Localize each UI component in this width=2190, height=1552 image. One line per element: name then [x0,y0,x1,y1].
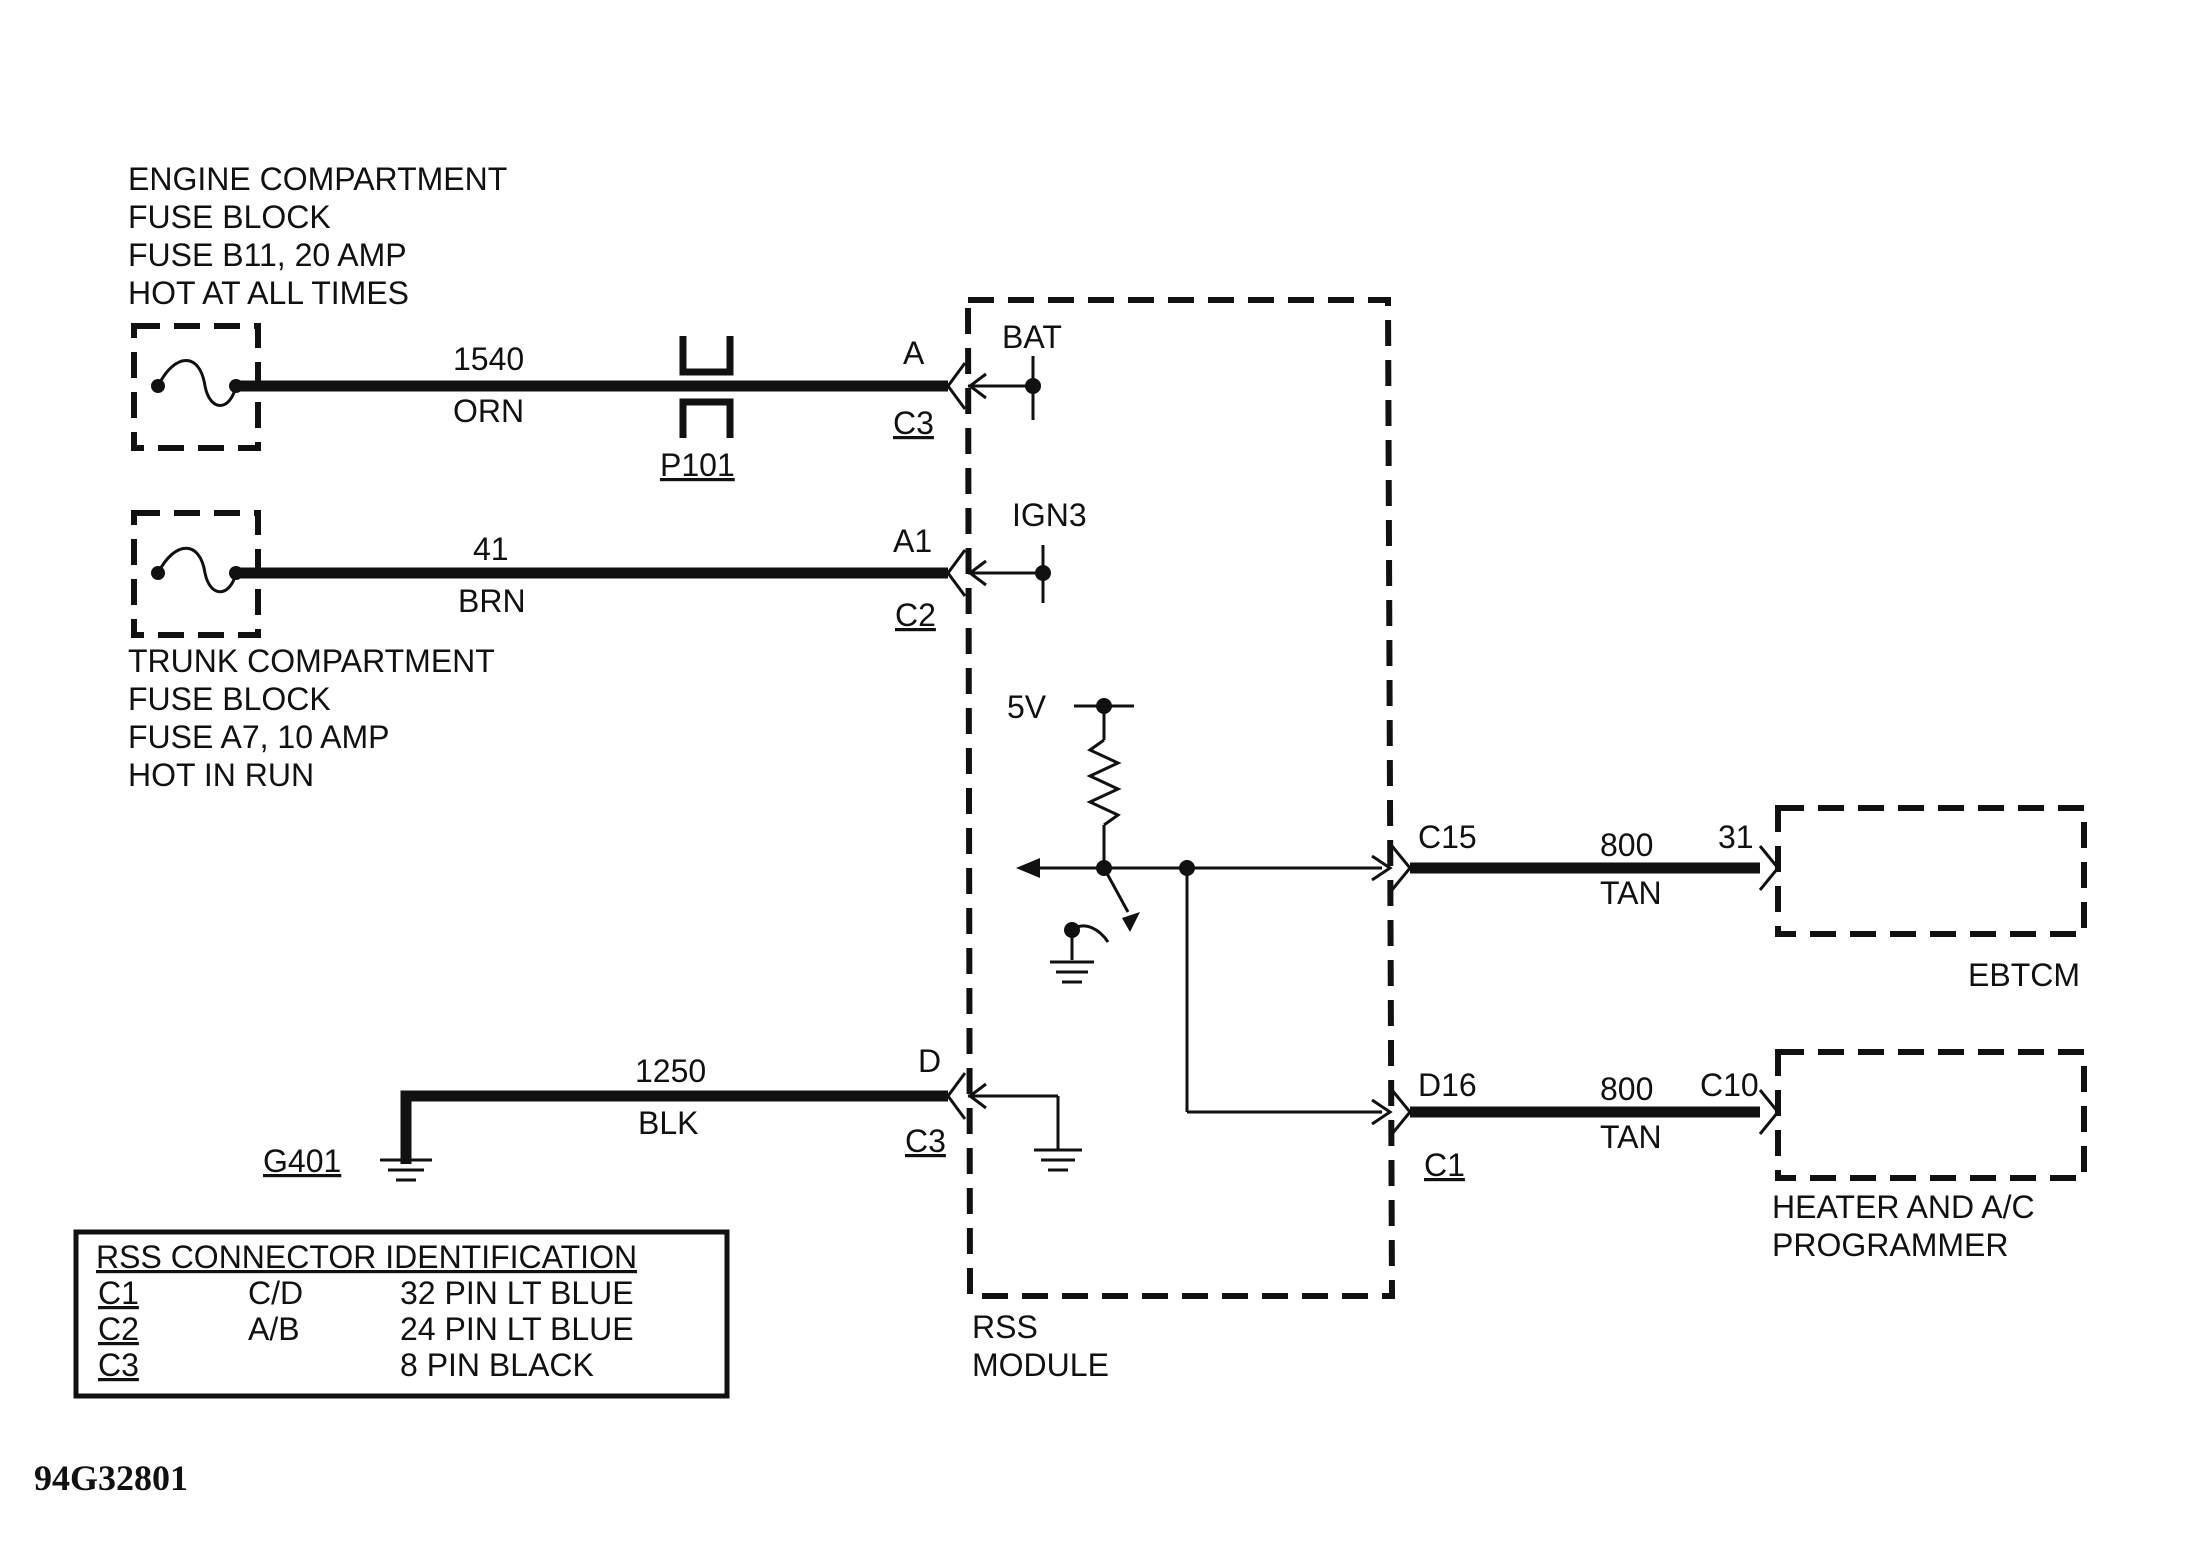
table-row-3-id: C3 [98,1347,139,1383]
ebtcm-box [1775,805,2087,937]
ign-wire-group: 41 BRN A1 C2 IGN3 [236,497,1087,633]
table-row-1-id: C1 [98,1275,139,1311]
ground-wire [400,1090,948,1164]
bat-connector-label: C3 [893,405,934,441]
bat-input-label: BAT [1002,319,1062,355]
engine-fuse-label-1: ENGINE COMPARTMENT [128,161,507,197]
bat-circuit-number: 1540 [453,341,524,377]
engine-fuse-label-4: HOT AT ALL TIMES [128,275,409,311]
ground-point-label: G401 [263,1143,341,1179]
ground-symbol-icon [380,1158,432,1182]
engine-fuse-icon [156,359,238,407]
inline-connector-female-icon [679,336,734,376]
ebtcm-wire-color: TAN [1600,875,1662,911]
figure-id: 94G32801 [34,1458,188,1498]
gnd-circuit-number: 1250 [635,1053,706,1089]
trunk-fuse-label-4: HOT IN RUN [128,757,314,793]
table-row-2-desc: 24 PIN LT BLUE [400,1311,634,1347]
bat-pin-label: A [903,335,925,371]
trunk-fuse-block: TRUNK COMPARTMENT FUSE BLOCK FUSE A7, 10… [128,510,495,793]
heater-pin-chevron-icon [1390,1089,1412,1135]
ign-pin-label: A1 [893,523,932,559]
heater-label-1: HEATER AND A/C [1772,1189,2035,1225]
inline-connector-male-icon [679,398,734,438]
heater-label-2: PROGRAMMER [1772,1227,2008,1263]
ebtcm-remote-pin: 31 [1718,819,1754,855]
internal-circuit: 5V [1007,689,1393,1126]
gnd-connector-label: C3 [905,1123,946,1159]
engine-fuse-label-3: FUSE B11, 20 AMP [128,237,407,273]
rss-module: RSS MODULE [964,297,1396,1383]
heater-remote-pin: C10 [1700,1067,1759,1103]
rss-module-box [964,297,1396,1299]
connector-table-title: RSS CONNECTOR IDENTIFICATION [96,1239,637,1275]
bat-wire-group: 1540 ORN P101 A C3 BAT [236,319,1062,483]
heater-output-arrow-icon [1371,1098,1393,1126]
ign-input-label: IGN3 [1012,497,1087,533]
internal-signal-arrow-icon [1016,858,1040,878]
heater-wire-group: D16 C1 800 TAN C10 HEATER AND A/C PROGRA… [1390,1049,2087,1263]
module-name-line-2: MODULE [972,1347,1109,1383]
ebtcm-circuit-number: 800 [1600,827,1653,863]
table-row-1-half: C/D [248,1275,303,1311]
engine-fuse-label-2: FUSE BLOCK [128,199,331,235]
module-ground-icon [1034,1148,1082,1172]
ign-pin-chevron-icon [946,549,967,597]
ebtcm-pin-chevron-icon [1390,845,1412,891]
connector-table: RSS CONNECTOR IDENTIFICATION C1 C/D 32 P… [73,1229,730,1399]
trunk-fuse-label-1: TRUNK COMPARTMENT [128,643,495,679]
gnd-pin-label: D [918,1043,941,1079]
ebtcm-pin-label: C15 [1418,819,1477,855]
bat-wire-color: ORN [453,393,524,429]
ebtcm-output-arrow-icon [1371,854,1393,882]
table-row-1-desc: 32 PIN LT BLUE [400,1275,634,1311]
ebtcm-label: EBTCM [1968,957,2080,993]
trunk-fuse-label-3: FUSE A7, 10 AMP [128,719,389,755]
gnd-pin-chevron-icon [946,1072,967,1120]
heater-circuit-number: 800 [1600,1071,1653,1107]
table-row-2-half: A/B [248,1311,300,1347]
inline-connector-label: P101 [660,447,735,483]
ebtcm-wire-group: C15 800 TAN 31 EBTCM [1390,805,2087,993]
heater-wire-color: TAN [1600,1119,1662,1155]
gnd-wire-color: BLK [638,1105,698,1141]
trunk-fuse-icon [156,546,238,594]
trunk-fuse-label-2: FUSE BLOCK [128,681,331,717]
module-name-line-1: RSS [972,1309,1038,1345]
heater-box [1775,1049,2087,1181]
ign-connector-label: C2 [895,597,936,633]
ign-wire-color: BRN [458,583,526,619]
pull-up-resistor-icon [1086,738,1122,827]
table-row-2-id: C2 [98,1311,139,1347]
connector-table-box [73,1229,730,1399]
transistor-switch-icon [1050,867,1140,984]
bat-pin-chevron-icon [946,362,967,410]
engine-fuse-block: ENGINE COMPARTMENT FUSE BLOCK FUSE B11, … [128,161,507,451]
heater-connector-label: C1 [1424,1147,1465,1183]
supply-voltage-label: 5V [1007,689,1047,725]
ground-wire-group: 1250 BLK D C3 G401 [263,1043,1082,1182]
heater-pin-label: D16 [1418,1067,1477,1103]
ign-circuit-number: 41 [473,531,509,567]
table-row-3-desc: 8 PIN BLACK [400,1347,594,1383]
